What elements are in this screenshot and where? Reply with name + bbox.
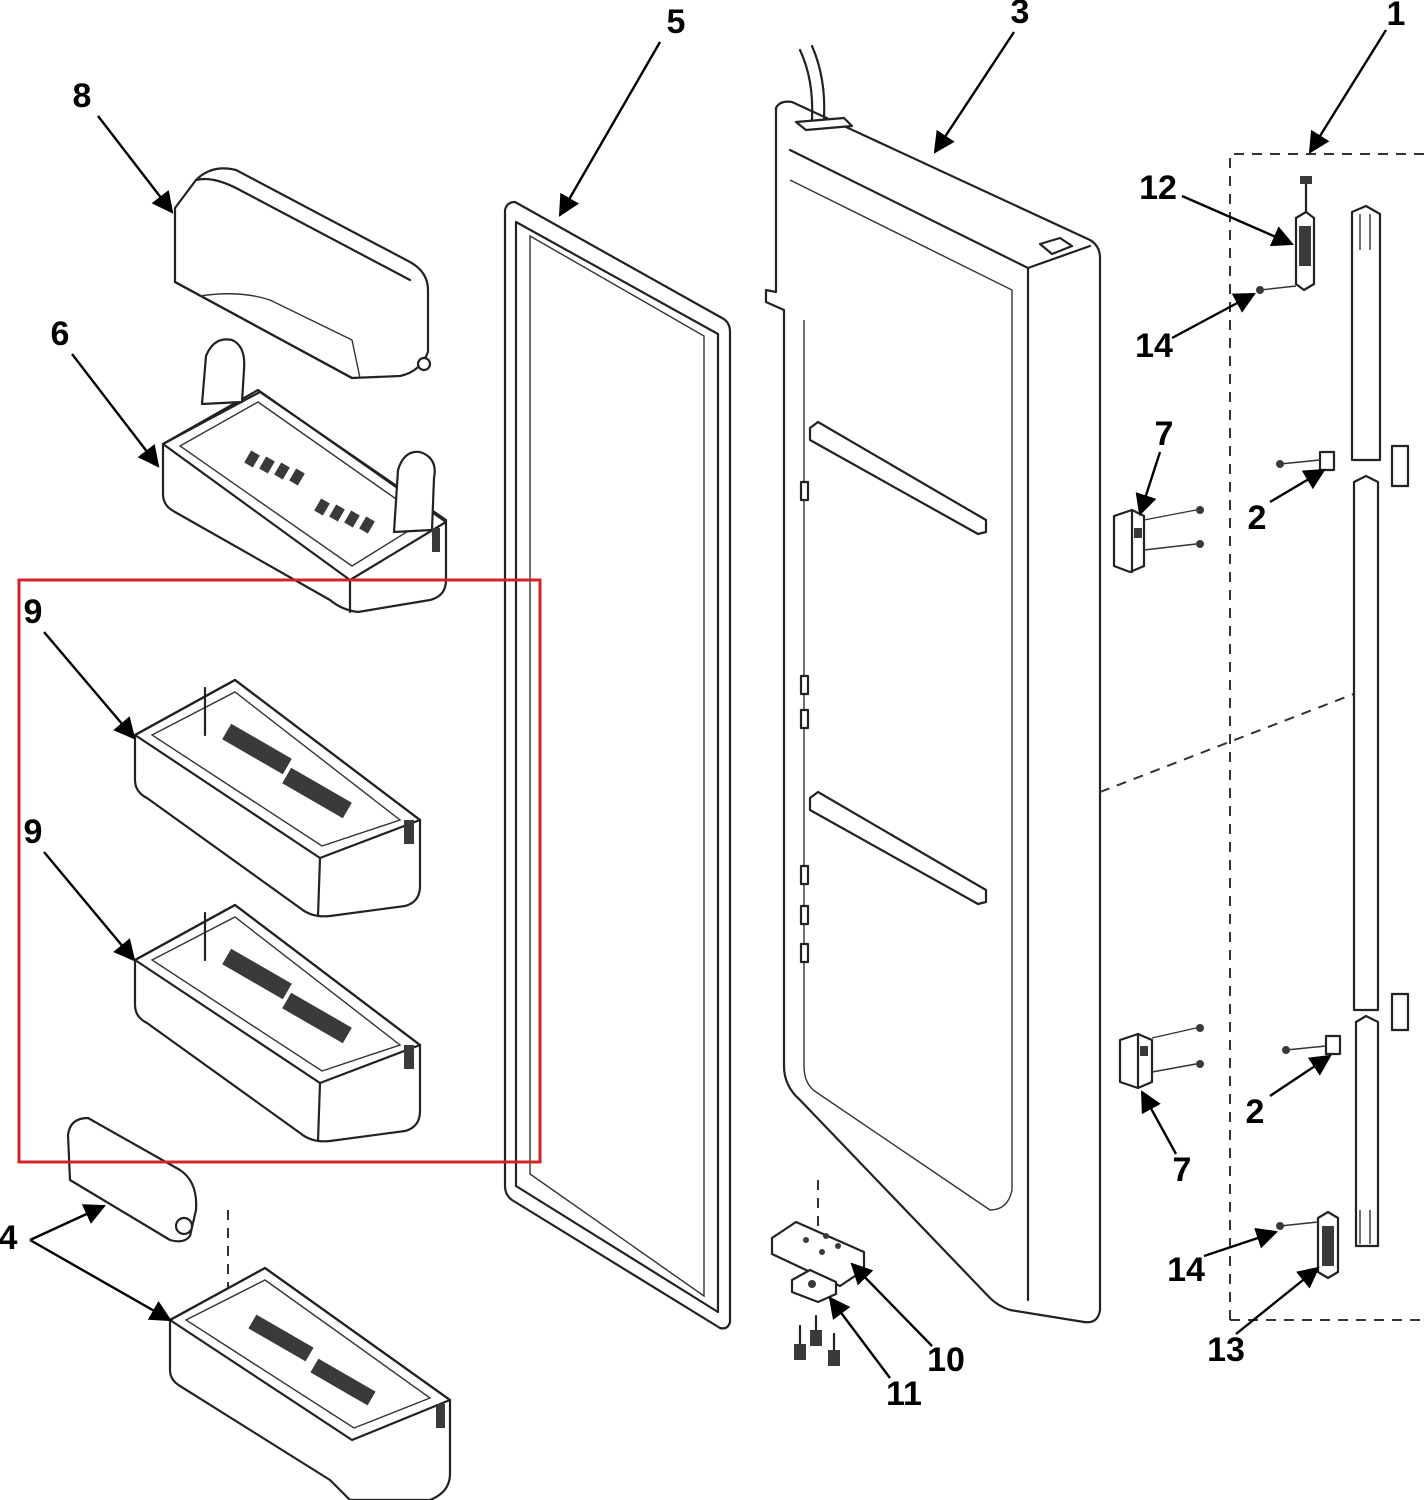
- callout-12: 12: [1139, 169, 1177, 207]
- part-7-lower-bracket: [1118, 1024, 1204, 1090]
- part-12-top-end-cap: [1256, 176, 1316, 294]
- part-5-door-gasket: [503, 200, 732, 1330]
- callout-8: 8: [73, 77, 92, 115]
- part-1-handle-assembly: [1099, 153, 1425, 1321]
- callout-1: 1: [1387, 0, 1406, 33]
- callout-2-lower: 2: [1246, 1093, 1265, 1131]
- callout-9-upper: 9: [24, 593, 43, 631]
- callout-2-upper: 2: [1248, 499, 1267, 537]
- callout-14-lower: 14: [1167, 1251, 1205, 1289]
- callout-10: 10: [927, 1341, 965, 1379]
- part-3-door-liner: [764, 44, 1102, 1324]
- part-7-upper-bracket: [1112, 506, 1204, 574]
- callout-11: 11: [886, 1375, 922, 1413]
- callout-5: 5: [667, 3, 686, 41]
- leader-arrows: [29, 29, 1388, 1379]
- callout-9-lower: 9: [24, 813, 43, 851]
- callout-3: 3: [1011, 0, 1030, 31]
- callout-13: 13: [1207, 1331, 1245, 1369]
- callout-7-upper: 7: [1155, 415, 1174, 453]
- callout-7-lower: 7: [1173, 1151, 1192, 1189]
- callout-4: 4: [0, 1219, 18, 1257]
- part-4-flap-and-bin: [66, 1116, 452, 1500]
- part-13-bottom-end-cap: [1276, 1210, 1340, 1280]
- part-6-bin-with-handles: [161, 338, 448, 614]
- part-8-bin-cover: [173, 167, 432, 380]
- part-10-11-hinge-assembly: [770, 1220, 866, 1366]
- highlight-box-part-9: [17, 578, 542, 1164]
- callout-14-upper: 14: [1135, 327, 1173, 365]
- part-9-door-bin-upper: [133, 678, 422, 918]
- callout-6: 6: [51, 315, 70, 353]
- callout-labels: 1 2 2 3 4 5 6 7 7 8 9 9 10 11 12 13 14 1…: [0, 0, 1405, 1413]
- part-9-door-bin-lower: [133, 903, 422, 1143]
